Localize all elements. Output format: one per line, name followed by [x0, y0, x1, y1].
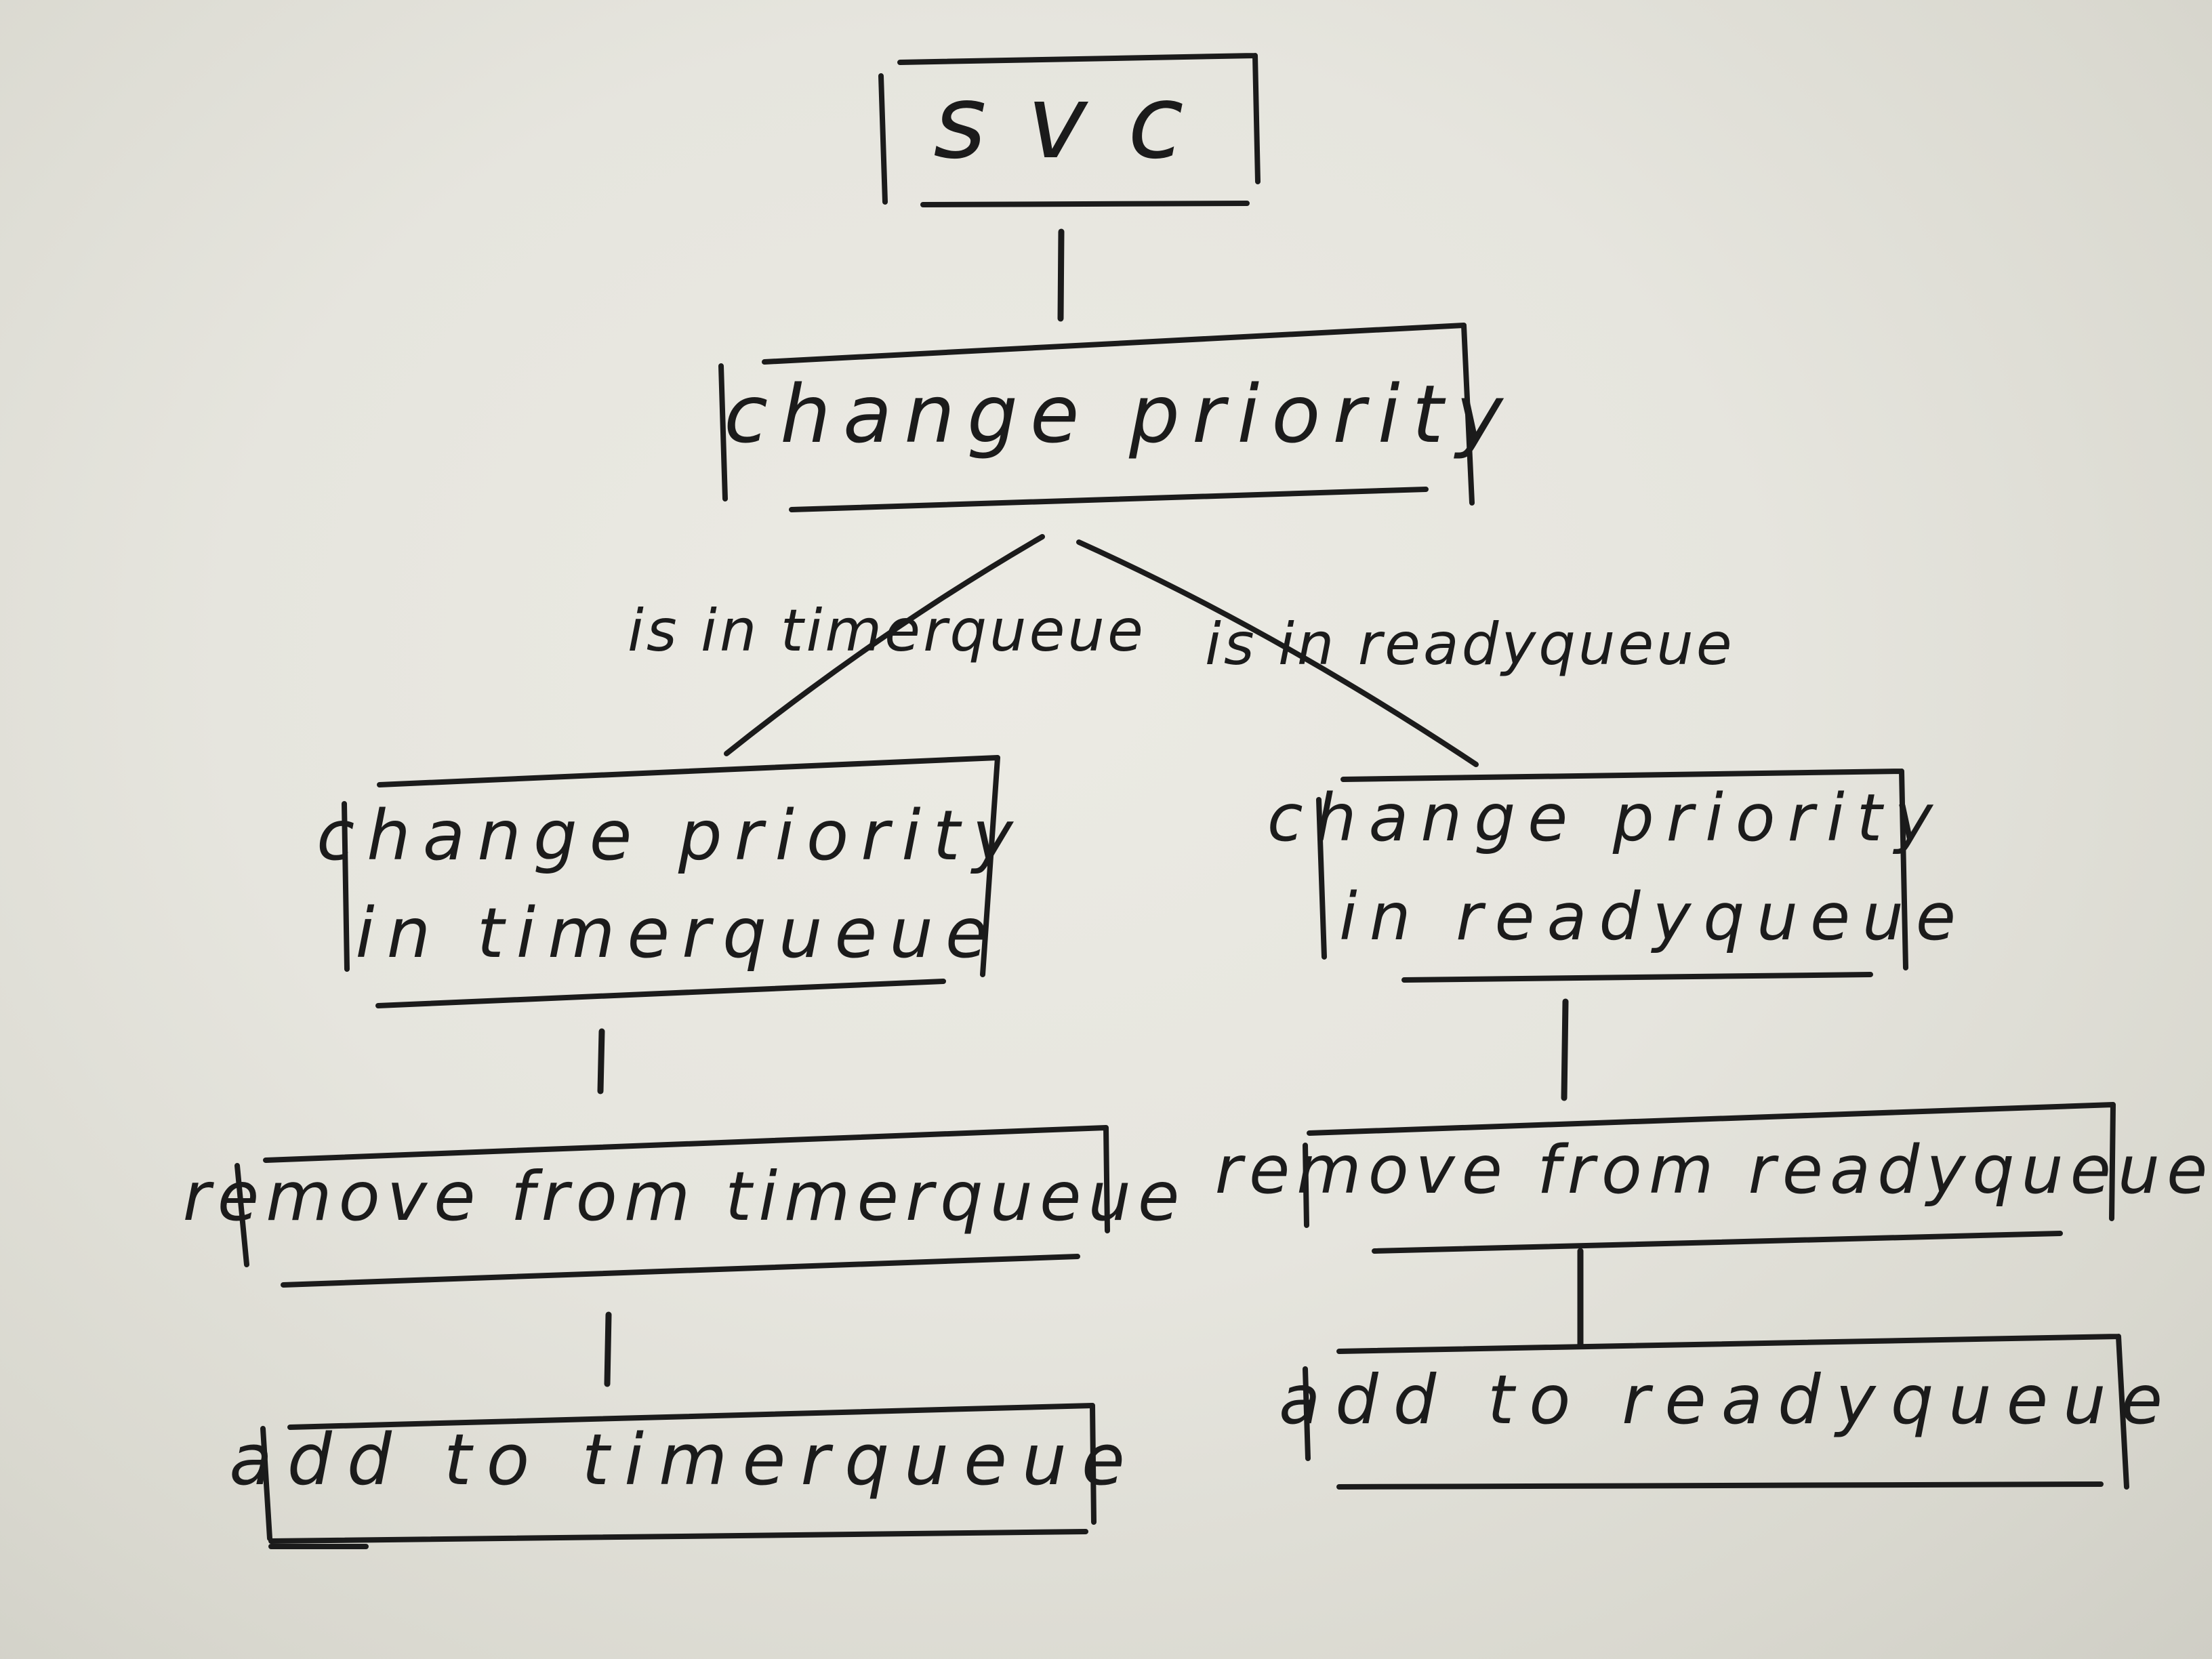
node-add-to-timerqueue: add to timerqueue [229, 1403, 1140, 1549]
node-change-priority-timerqueue-border [342, 755, 1000, 1008]
node-svc-label: svc [933, 64, 1224, 182]
node-add-to-timerqueue-border [260, 1403, 1097, 1549]
node-change-priority-timerqueue: change priority in timerqueue [316, 755, 1025, 1008]
node-remove-from-timerqueue-label: remove from timerqueue [183, 1157, 1187, 1236]
node-change-priority-timerqueue-line1: change priority [316, 796, 1025, 876]
node-change-priority-readyqueue-line1: change priority [1267, 780, 1945, 856]
node-change-priority-label: change priority [724, 367, 1515, 461]
node-add-to-readyqueue-border [1303, 1334, 2129, 1490]
node-remove-from-timerqueue: remove from timerqueue [183, 1125, 1187, 1288]
edge-label-ready-condition: is in readyqueue [1205, 611, 1735, 678]
node-svc: svc [878, 53, 1261, 207]
node-remove-from-timerqueue-border [234, 1125, 1110, 1288]
connector-to-timer-branch [724, 534, 1045, 756]
node-add-to-timerqueue-label: add to timerqueue [229, 1418, 1140, 1501]
node-change-priority-timerqueue-line2: in timerqueue [355, 893, 1000, 974]
node-change-priority: change priority [718, 323, 1515, 512]
node-change-priority-readyqueue-line2: in readyqueue [1339, 879, 1968, 955]
connector-timer-branch-to-remove [597, 1028, 605, 1094]
connectors [597, 228, 1584, 1387]
node-remove-from-readyqueue-label: remove from readyqueue [1215, 1132, 2212, 1209]
node-change-priority-border [718, 323, 1475, 512]
node-add-to-readyqueue-label: add to readyqueue [1279, 1360, 2177, 1439]
connector-remove-timer-to-add [604, 1311, 612, 1387]
connector-ready-branch-to-remove [1561, 998, 1569, 1101]
node-change-priority-readyqueue: change priority in readyqueue [1267, 769, 1968, 983]
node-remove-from-readyqueue-border [1303, 1102, 2116, 1254]
node-add-to-readyqueue: add to readyqueue [1279, 1334, 2177, 1490]
node-svc-border [878, 53, 1261, 207]
node-change-priority-readyqueue-border [1316, 769, 1908, 983]
edge-label-timer-condition: is in timerqueue [628, 597, 1146, 665]
connector-to-ready-branch [1076, 539, 1479, 767]
node-remove-from-readyqueue: remove from readyqueue [1215, 1102, 2212, 1254]
